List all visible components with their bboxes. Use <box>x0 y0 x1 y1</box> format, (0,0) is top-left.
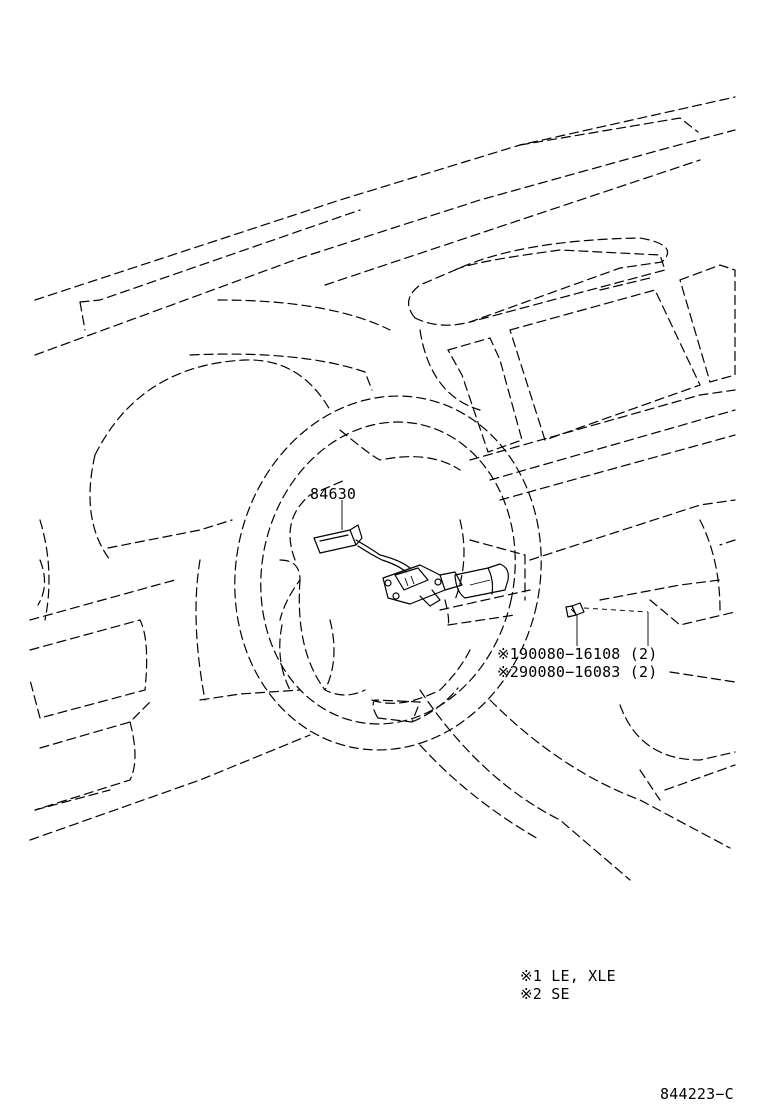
leader-lines <box>341 500 649 646</box>
dashboard-outline <box>29 96 736 841</box>
steering-wheel <box>234 395 542 751</box>
part-number-screw-se[interactable]: ※290080−16083 (2) <box>497 663 658 681</box>
legend-note-2: ※2 SE <box>520 985 570 1003</box>
center-console-outline <box>408 237 736 881</box>
cruise-switch-assembly <box>313 524 585 618</box>
legend-note-1: ※1 LE, XLE <box>520 967 616 985</box>
part-number-screw-le-xle[interactable]: ※190080−16108 (2) <box>497 645 658 663</box>
figure-code: 844223−C <box>660 1085 734 1103</box>
part-number-84630[interactable]: 84630 <box>310 485 357 503</box>
